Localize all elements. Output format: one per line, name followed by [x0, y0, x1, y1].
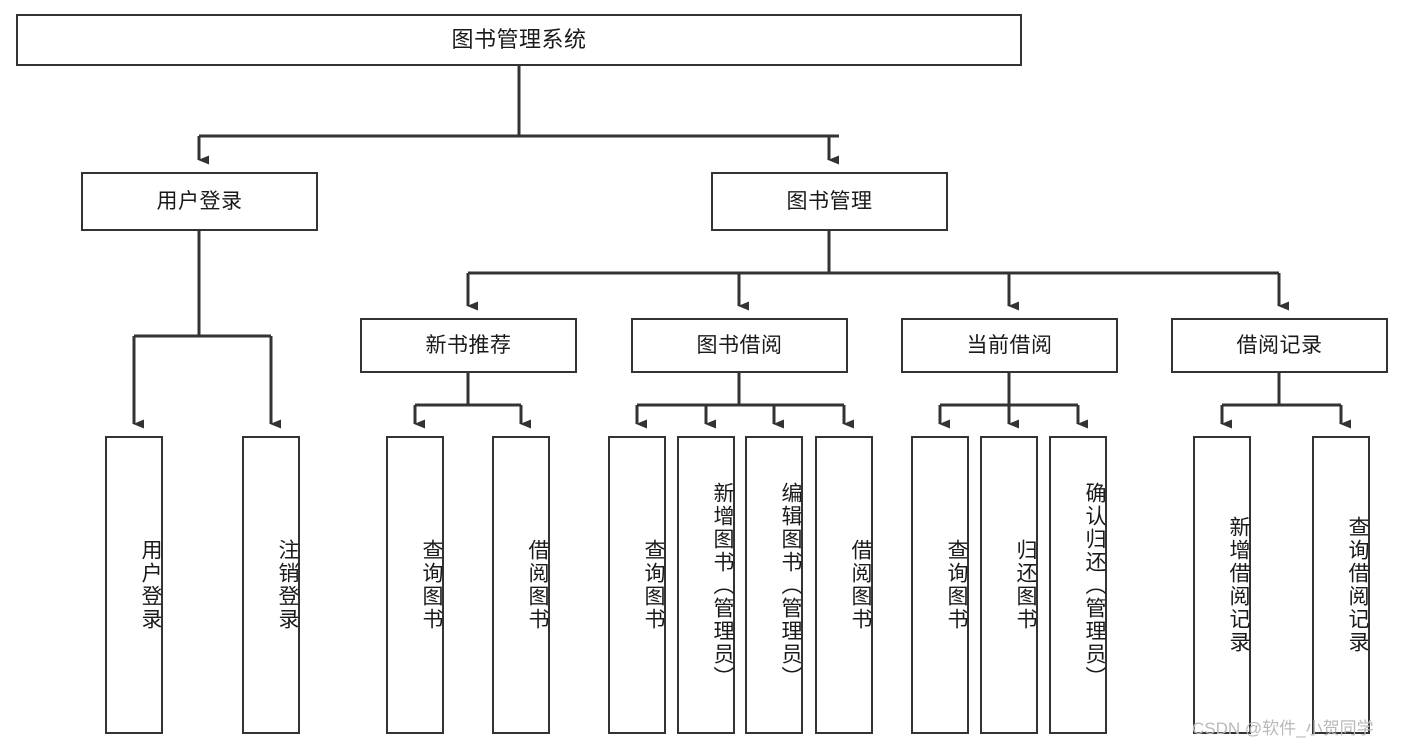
leaf-new-book-borrow-book[interactable]: 借阅图书	[492, 436, 550, 734]
leaf-current-confirm-return-admin[interactable]: 确认归还（管理员）	[1049, 436, 1107, 734]
leaf-current-query-book[interactable]: 查询图书	[911, 436, 969, 734]
node-label: 注销登录	[276, 539, 299, 631]
leaf-borrow-add-book-admin[interactable]: 新增图书（管理员）	[677, 436, 735, 734]
node-label: 归还图书	[1014, 539, 1037, 631]
node-label: 图书管理系统	[451, 26, 587, 52]
node-root-book-management-system[interactable]: 图书管理系统	[16, 14, 1022, 66]
node-current-borrow[interactable]: 当前借阅	[901, 318, 1118, 373]
node-label: 当前借阅	[966, 333, 1053, 357]
leaf-logout[interactable]: 注销登录	[242, 436, 300, 734]
node-label: 查询图书	[945, 539, 968, 631]
csdn-watermark: CSDN @软件_小贺同学	[1192, 719, 1374, 738]
node-new-book-recommend[interactable]: 新书推荐	[360, 318, 577, 373]
leaf-borrow-borrow-book[interactable]: 借阅图书	[815, 436, 873, 734]
node-borrow-record[interactable]: 借阅记录	[1171, 318, 1388, 373]
node-label: 借阅图书	[526, 539, 549, 631]
node-label: 新增借阅记录	[1227, 516, 1250, 654]
node-label: 查询借阅记录	[1346, 516, 1369, 654]
node-label: 查询图书	[420, 539, 443, 631]
leaf-borrow-edit-book-admin[interactable]: 编辑图书（管理员）	[745, 436, 803, 734]
node-label: 编辑图书（管理员）	[779, 481, 802, 689]
leaf-new-book-query-book[interactable]: 查询图书	[386, 436, 444, 734]
node-book-management[interactable]: 图书管理	[711, 172, 948, 231]
node-label: 确认归还（管理员）	[1083, 481, 1106, 689]
node-label: 图书管理	[786, 189, 873, 213]
node-user-login[interactable]: 用户登录	[81, 172, 318, 231]
node-label: 用户登录	[156, 189, 243, 213]
node-label: 新书推荐	[425, 333, 512, 357]
node-book-borrow[interactable]: 图书借阅	[631, 318, 848, 373]
node-label: 图书借阅	[696, 333, 783, 357]
node-label: 用户登录	[139, 539, 162, 631]
leaf-current-return-book[interactable]: 归还图书	[980, 436, 1038, 734]
leaf-user-login[interactable]: 用户登录	[105, 436, 163, 734]
node-label: 查询图书	[642, 539, 665, 631]
leaf-record-add-borrow-record[interactable]: 新增借阅记录	[1193, 436, 1251, 734]
node-label: 新增图书（管理员）	[711, 481, 734, 689]
leaf-borrow-query-book[interactable]: 查询图书	[608, 436, 666, 734]
node-label: 借阅图书	[849, 539, 872, 631]
node-label: 借阅记录	[1236, 333, 1323, 357]
leaf-record-query-borrow-record[interactable]: 查询借阅记录	[1312, 436, 1370, 734]
